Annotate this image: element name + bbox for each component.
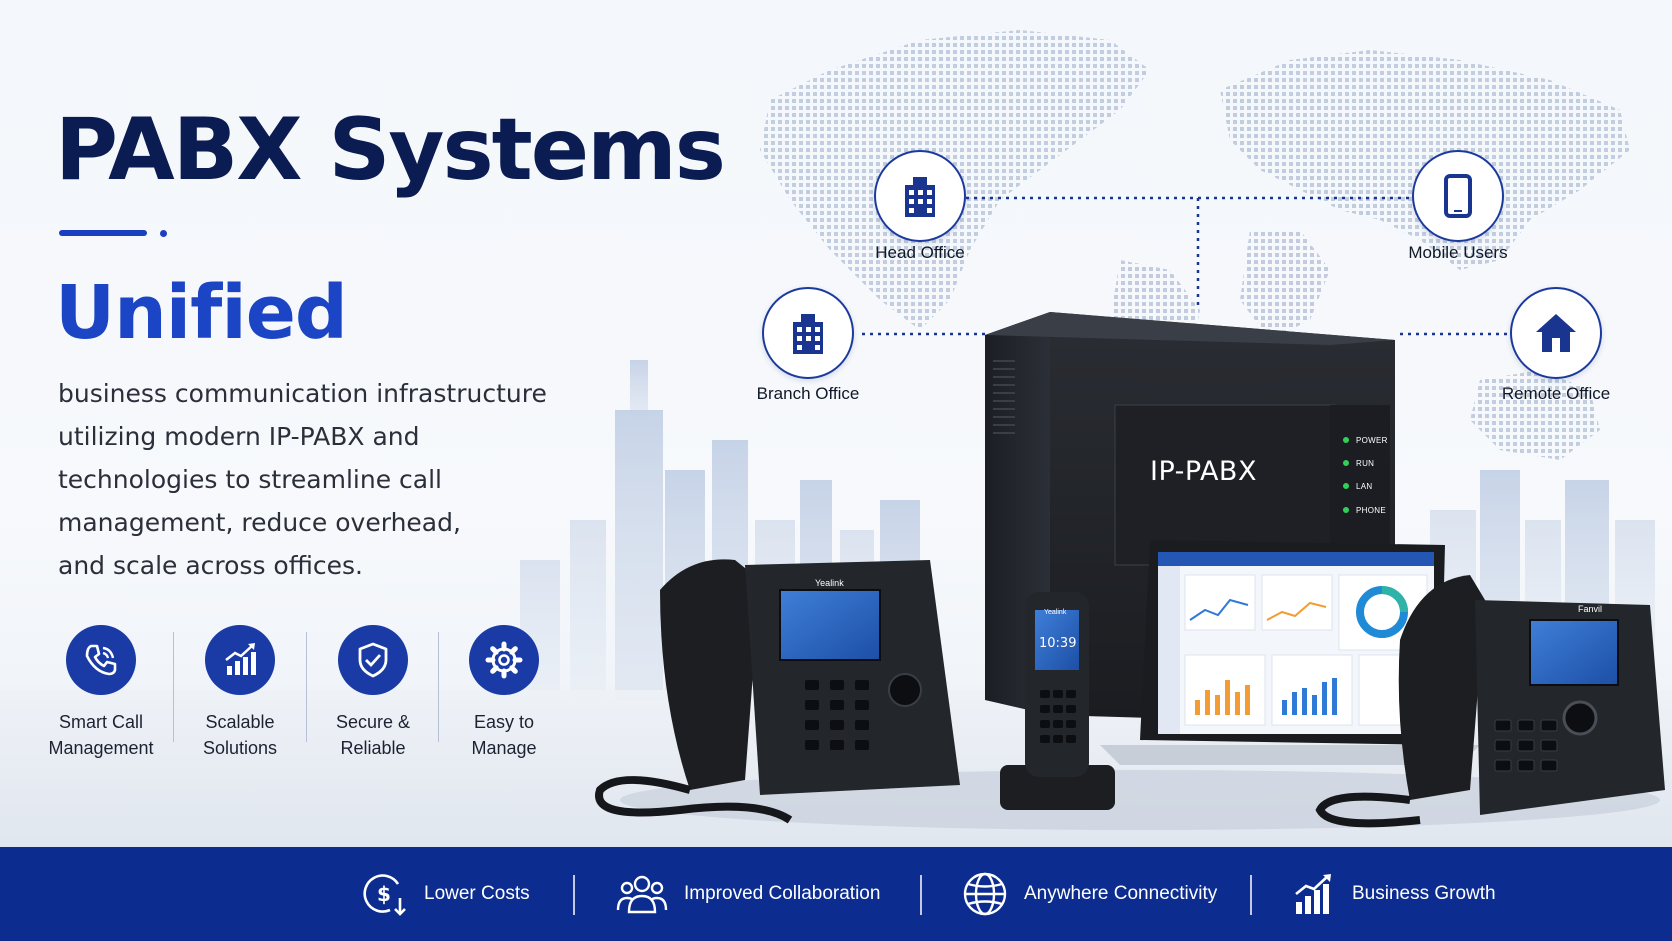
people-icon <box>616 875 668 914</box>
page-subtitle: Unified <box>55 270 348 356</box>
dollar-down-icon: $ <box>363 874 406 916</box>
title-underline <box>59 230 147 236</box>
handset-brand: Yealink <box>1044 609 1067 616</box>
benefit-lower-costs: $ Lower Costs <box>360 847 530 941</box>
benefits-bar: $ Lower Costs Improved Collaboration <box>0 847 1672 941</box>
feature-easy-manage: Easy to Manage <box>439 625 569 761</box>
feature-label-line: Manage <box>471 738 537 758</box>
feature-secure: Secure & Reliable <box>308 625 438 761</box>
feature-icon-badge <box>469 625 539 695</box>
branch-office-label: Branch Office <box>756 384 860 403</box>
desk-phone-left <box>595 559 960 824</box>
phone-call-icon <box>85 644 117 676</box>
smartphone-icon <box>1444 174 1472 218</box>
feature-icon-badge <box>66 625 136 695</box>
description-line: and scale across offices. <box>58 551 363 580</box>
laptop-dashboard <box>1100 540 1480 765</box>
remote-office-label: Remote Office <box>1501 384 1611 403</box>
feature-icon-badge <box>338 625 408 695</box>
gear-icon <box>485 641 523 679</box>
head-office-node <box>874 150 966 242</box>
hero-description: business communication infrastructure ut… <box>58 372 578 587</box>
growth-chart-icon <box>225 643 256 675</box>
benefit-divider <box>573 875 575 915</box>
benefit-label: Lower Costs <box>424 883 530 904</box>
phone-brand-right: Fanvil <box>1578 604 1603 614</box>
benefit-collaboration: Improved Collaboration <box>616 847 880 941</box>
mobile-users-node <box>1412 150 1504 242</box>
feature-label: Easy to Manage <box>439 709 569 761</box>
description-line: utilizing modern IP-PABX and <box>58 422 420 451</box>
home-icon <box>1536 314 1576 352</box>
led-label-power: POWER <box>1356 436 1388 445</box>
feature-scalable: Scalable Solutions <box>175 625 305 761</box>
feature-label: Secure & Reliable <box>308 709 438 761</box>
feature-icon-badge <box>205 625 275 695</box>
benefit-label: Anywhere Connectivity <box>1024 883 1218 904</box>
head-office-label: Head Office <box>875 243 965 262</box>
branch-office-node <box>762 287 854 379</box>
benefit-label: Business Growth <box>1352 883 1496 904</box>
benefit-business-growth: Business Growth <box>1292 847 1496 941</box>
feature-divider <box>438 632 439 742</box>
feature-divider <box>173 632 174 742</box>
feature-label: Scalable Solutions <box>175 709 305 761</box>
mobile-users-label: Mobile Users <box>1408 243 1508 262</box>
feature-label: Smart Call Management <box>36 709 166 761</box>
feature-label-line: Smart Call <box>58 712 143 732</box>
svg-text:$: $ <box>377 882 391 906</box>
ip-pabx-label: IP-PABX <box>1150 456 1257 487</box>
feature-label-line: Easy to <box>473 712 535 732</box>
feature-label-line: Secure & <box>335 712 411 732</box>
description-line: management, reduce overhead, <box>58 508 461 537</box>
feature-divider <box>306 632 307 742</box>
description-line: technologies to streamline call <box>58 465 442 494</box>
handset-time: 10:39 <box>1039 636 1077 651</box>
led-label-run: RUN <box>1356 459 1375 468</box>
feature-label-line: Reliable <box>340 738 406 758</box>
benefit-label: Improved Collaboration <box>684 883 881 904</box>
building-icon <box>793 314 823 354</box>
led-label-phone: PHONE <box>1356 506 1386 515</box>
globe-icon <box>963 872 1007 916</box>
feature-label-line: Scalable <box>205 712 275 732</box>
feature-smart-call: Smart Call Management <box>36 625 166 761</box>
feature-label-line: Management <box>48 738 154 758</box>
dect-handset <box>1000 592 1115 810</box>
description-line: business communication infrastructure <box>58 379 547 408</box>
phone-brand-left: Yealink <box>815 578 844 588</box>
page-title: PABX Systems <box>55 100 726 200</box>
title-underline-dot <box>160 230 167 237</box>
building-icon <box>905 177 935 217</box>
remote-office-node <box>1510 287 1602 379</box>
benefit-connectivity: Anywhere Connectivity <box>962 847 1217 941</box>
benefit-divider <box>920 875 922 915</box>
feature-label-line: Solutions <box>202 738 278 758</box>
desk-phone-right <box>1315 575 1665 828</box>
led-label-lan: LAN <box>1356 482 1373 491</box>
benefit-divider <box>1250 875 1252 915</box>
shield-check-icon <box>358 642 388 678</box>
growth-chart-icon <box>1295 874 1331 914</box>
